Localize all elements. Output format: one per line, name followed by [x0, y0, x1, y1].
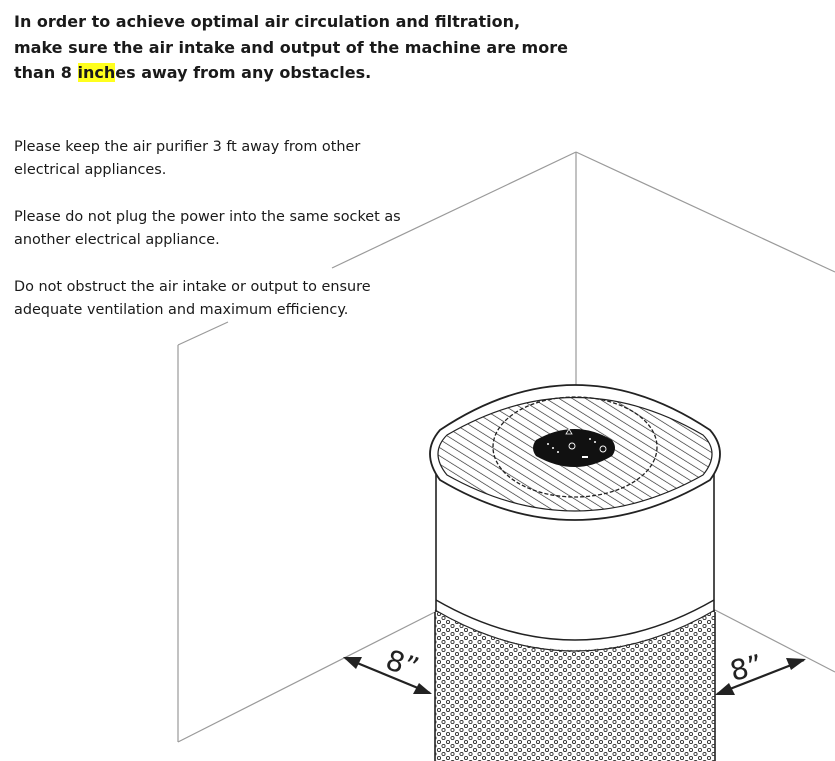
placement-note-ventilation: Do not obstruct the air intake or output…: [14, 279, 371, 318]
right-clearance-arrow: 8”: [715, 648, 806, 696]
highlighted-text: inch: [77, 63, 116, 82]
power-icon: [599, 445, 607, 453]
control-panel: [533, 428, 615, 467]
placement-note-distance: Please keep the air purifier 3 ft away f…: [14, 139, 361, 178]
left-clearance-label: 8”: [382, 643, 423, 684]
intake-perforations: [435, 610, 715, 761]
right-clearance-label: 8”: [727, 648, 766, 688]
heading-text-start: In order to achieve optimal air circulat…: [14, 12, 568, 82]
room-corner: [177, 151, 835, 743]
air-purifier: [429, 384, 721, 761]
indicator-lights: [547, 438, 596, 458]
placement-note-socket: Please do not plug the power into the sa…: [14, 209, 401, 248]
instruction-heading: In order to achieve optimal air circulat…: [14, 9, 574, 86]
fan-icon: [568, 442, 576, 450]
timer-icon: [565, 428, 573, 435]
left-clearance-arrow: 8”: [343, 643, 432, 695]
heading-text-end: es away from any obstacles.: [115, 63, 372, 82]
